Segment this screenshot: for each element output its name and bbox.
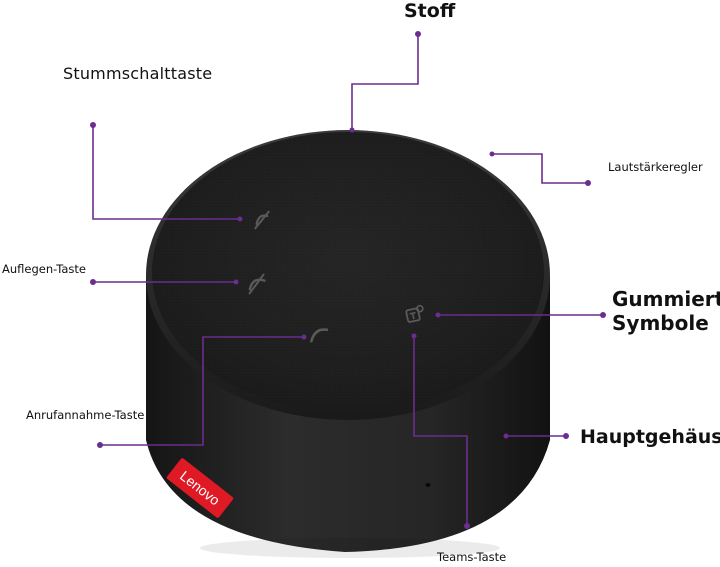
mic-hole <box>425 483 431 487</box>
callout-anrufannahme <box>100 336 304 446</box>
mute-icon[interactable] <box>253 210 271 230</box>
callout-lautstaerkeregler <box>492 153 588 184</box>
label-hauptgehaeuse: Hauptgehäuse <box>580 426 720 448</box>
label-auflegen-taste: Auflegen-Taste <box>2 262 86 276</box>
label-anrufannahme-taste: Anrufannahme-Taste <box>26 408 145 422</box>
answer-call-icon[interactable] <box>309 328 329 343</box>
label-teams-taste: Teams-Taste <box>437 550 507 564</box>
callout-lines <box>92 34 603 526</box>
hangup-icon[interactable] <box>247 273 267 295</box>
callout-dots <box>90 31 606 529</box>
callout-stummschalttaste <box>92 125 240 220</box>
callout-stoff <box>351 34 419 130</box>
label-stummschalttaste: Stummschalttaste <box>63 64 213 83</box>
label-stoff: Stoff <box>404 0 456 22</box>
label-gummierte: Gummierte <box>612 287 720 311</box>
callout-teams <box>413 336 468 526</box>
label-symbole: Symbole <box>612 311 709 335</box>
top-fabric <box>146 130 550 420</box>
label-lautstaerkeregler: Lautstärkeregler <box>608 160 703 174</box>
teams-icon[interactable] <box>405 304 425 323</box>
